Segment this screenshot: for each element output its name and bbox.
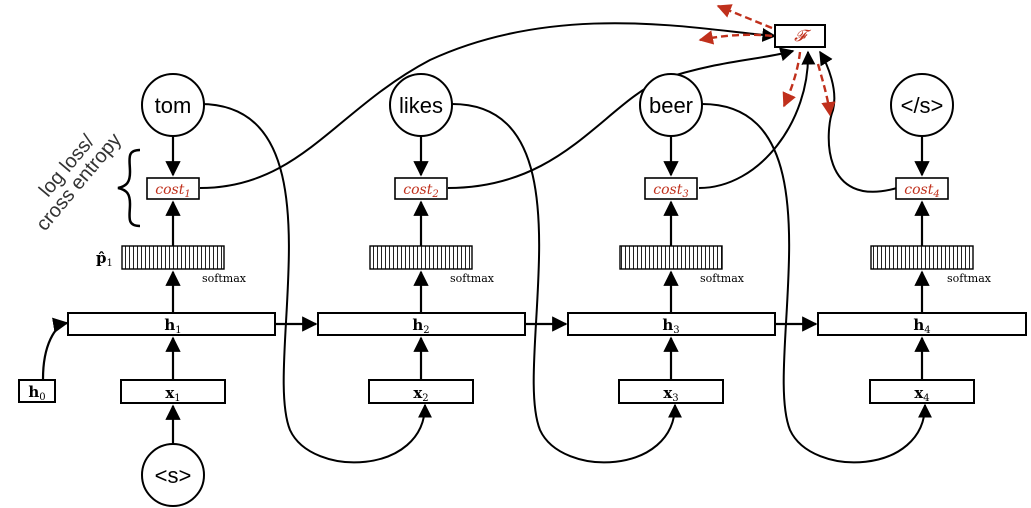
objective-node: 𝓕	[774, 24, 826, 48]
red-arrow-3	[782, 51, 802, 108]
start-token-label: <s>	[155, 463, 192, 488]
softmax-bar	[121, 245, 225, 270]
start-token-node: <s>	[141, 443, 205, 507]
curve-cost1-to-objective	[199, 22, 777, 189]
h0-node: h0	[18, 379, 56, 403]
h0-box	[18, 379, 56, 403]
side-label: log loss/ cross entropy	[32, 129, 126, 235]
input-box	[120, 379, 226, 404]
red-arrow-1	[716, 4, 773, 30]
curve-cost3-to-objective	[698, 50, 816, 189]
input-label: x3	[663, 384, 678, 404]
hidden-state-label: h3	[662, 316, 679, 336]
hidden-state-label: h2	[412, 316, 429, 336]
objective-box	[774, 24, 826, 48]
curve-tom-to-x2	[199, 103, 432, 464]
softmax-label: softmax	[450, 272, 495, 285]
cost-label: cost3	[653, 182, 688, 200]
softmax-label: softmax	[947, 272, 992, 285]
output-word-label: likes	[399, 93, 443, 118]
hidden-state-label: h4	[913, 316, 930, 336]
curve-likes-to-x3	[451, 103, 682, 464]
cost-box	[146, 177, 200, 200]
h0-label: h	[28, 383, 39, 401]
input-box	[368, 379, 474, 404]
time-step-1: tom cost1 softmax h1 x1	[67, 73, 276, 404]
output-word-label: </s>	[901, 93, 944, 118]
softmax-bar	[369, 245, 473, 270]
red-arrow-2	[698, 30, 773, 45]
gradient-arrows	[698, 4, 836, 117]
h0-subscript: 0	[39, 392, 45, 403]
softmax-bar	[870, 245, 974, 270]
cost-label: cost1	[155, 182, 190, 200]
hidden-state-box	[317, 312, 526, 336]
curve-cost2-to-objective	[447, 47, 795, 189]
cost-box	[394, 177, 448, 200]
cost-box	[644, 177, 698, 200]
red-arrow-4	[816, 63, 836, 117]
softmax-bar	[619, 245, 723, 270]
hidden-state-box	[567, 312, 776, 336]
hidden-state-label: h1	[164, 316, 181, 336]
time-step-2: likes cost2 softmax h2 x2	[317, 73, 526, 404]
hidden-state-box	[67, 312, 276, 336]
curve-beer-to-x4	[701, 103, 932, 464]
time-step-4: </s> cost4 softmax h4 x4	[817, 73, 1027, 404]
output-word-label: tom	[155, 93, 192, 118]
curve-cost4-to-objective	[819, 50, 898, 193]
softmax-label: softmax	[700, 272, 745, 285]
input-box	[618, 379, 724, 404]
output-word-label: beer	[649, 93, 693, 118]
cost-box	[895, 177, 949, 200]
input-label: x1	[165, 384, 180, 404]
input-label: x2	[413, 384, 428, 404]
time-step-3: beer cost3 softmax h3 x3	[567, 73, 776, 404]
input-label: x4	[914, 384, 929, 404]
cost-label: cost2	[403, 182, 438, 200]
input-box	[869, 379, 975, 404]
softmax-label: softmax	[202, 272, 247, 285]
p-hat-label: p̂1	[96, 249, 113, 269]
curly-brace	[117, 148, 141, 228]
svg-text:h0: h0	[28, 383, 45, 403]
cost-label: cost4	[904, 182, 939, 200]
h0-to-h1-arrow	[41, 317, 69, 380]
hidden-state-box	[817, 312, 1027, 336]
